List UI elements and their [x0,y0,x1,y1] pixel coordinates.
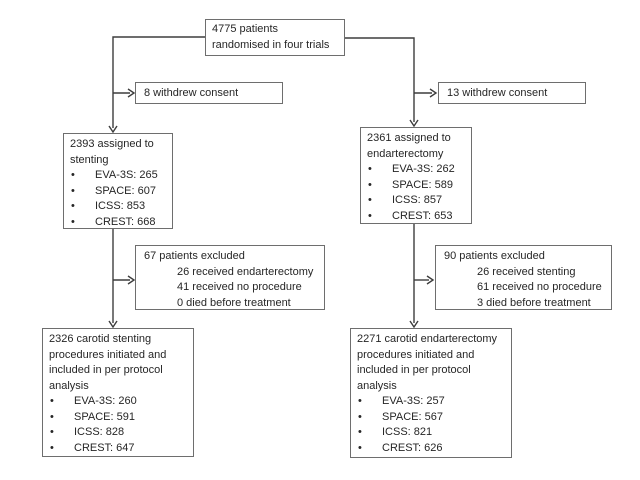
trial-count-item: ICSS: 821 [357,425,505,441]
excluded-stenting-detail-list: 26 received endarterectomy 41 received n… [144,265,316,312]
box-excluded-stenting-arm: 67 patients excluded 26 received endarte… [135,245,325,310]
per-protocol-endarterectomy-title: 2271 carotid endarterectomy procedures i… [357,333,498,392]
withdrew-consent-stenting-text: 8 withdrew consent [144,87,239,99]
box-withdrew-consent-endarterectomy: 13 withdrew consent [438,82,586,104]
arrowhead-right-left-withdrew [127,88,136,98]
excluded-detail-item: 26 received endarterectomy [177,265,314,278]
excluded-endarterectomy-detail-list: 26 received stenting 61 received no proc… [444,265,603,312]
arrowhead-down-right-final [409,320,419,329]
arrowhead-down-left-final [108,320,118,329]
randomised-total-text: 4775 patients randomised in four trials [212,23,330,51]
arrowhead-right-left-excluded [127,275,136,285]
box-withdrew-consent-stenting: 8 withdrew consent [135,82,283,104]
box-assigned-endarterectomy: 2361 assigned to endarterectomy EVA-3S: … [360,127,472,224]
excluded-endarterectomy-title: 90 patients excluded [444,250,545,262]
trial-count-item: ICSS: 857 [367,193,465,209]
trial-count-item: SPACE: 607 [70,184,166,200]
box-assigned-stenting: 2393 assigned to stenting EVA-3S: 265 SP… [63,133,173,230]
excluded-stenting-title: 67 patients excluded [144,250,245,262]
trial-count-item: ICSS: 853 [70,199,166,215]
trial-count-item: SPACE: 591 [49,410,187,426]
box-excluded-endarterectomy-arm: 90 patients excluded 26 received stentin… [435,245,612,310]
trial-count-item: SPACE: 589 [367,178,465,194]
trial-count-item: EVA-3S: 260 [49,394,187,410]
arrowhead-down-left-assigned [108,125,118,134]
assigned-stenting-trial-list: EVA-3S: 265 SPACE: 607 ICSS: 853 CREST: … [70,168,166,230]
trial-count-item: CREST: 626 [357,441,505,457]
assigned-endarterectomy-trial-list: EVA-3S: 262 SPACE: 589 ICSS: 857 CREST: … [367,162,465,224]
trial-count-item: EVA-3S: 257 [357,394,505,410]
excluded-detail-item: 61 received no procedure [477,281,602,293]
connector-top-to-right-assigned [345,37,415,122]
trial-count-item: EVA-3S: 265 [70,168,166,184]
assigned-endarterectomy-title: 2361 assigned to endarterectomy [367,132,451,160]
trial-count-item: SPACE: 567 [357,410,505,426]
box-randomised-total: 4775 patients randomised in four trials [205,19,345,56]
box-per-protocol-stenting: 2326 carotid stenting procedures initiat… [42,328,194,457]
box-per-protocol-endarterectomy: 2271 carotid endarterectomy procedures i… [350,328,512,458]
per-protocol-endarterectomy-trial-list: EVA-3S: 257 SPACE: 567 ICSS: 821 CREST: … [357,394,505,456]
arrowhead-down-right-assigned [409,119,419,128]
trial-count-item: CREST: 653 [367,209,465,225]
trial-count-item: ICSS: 828 [49,425,187,441]
excluded-detail-item: 41 received no procedure [177,281,302,293]
trial-count-item: CREST: 668 [70,215,166,231]
per-protocol-stenting-title: 2326 carotid stenting procedures initiat… [49,333,167,392]
arrowhead-right-right-withdrew [429,88,438,98]
trial-count-item: CREST: 647 [49,441,187,457]
excluded-detail-item: 0 died before treatment [177,296,291,309]
assigned-stenting-title: 2393 assigned to stenting [70,138,154,166]
excluded-detail-item: 26 received stenting [477,265,576,278]
arrowhead-right-right-excluded [426,275,435,285]
excluded-detail-item: 3 died before treatment [477,296,591,309]
withdrew-consent-endarterectomy-text: 13 withdrew consent [447,87,548,99]
trial-count-item: EVA-3S: 262 [367,162,465,178]
per-protocol-stenting-trial-list: EVA-3S: 260 SPACE: 591 ICSS: 828 CREST: … [49,394,187,456]
